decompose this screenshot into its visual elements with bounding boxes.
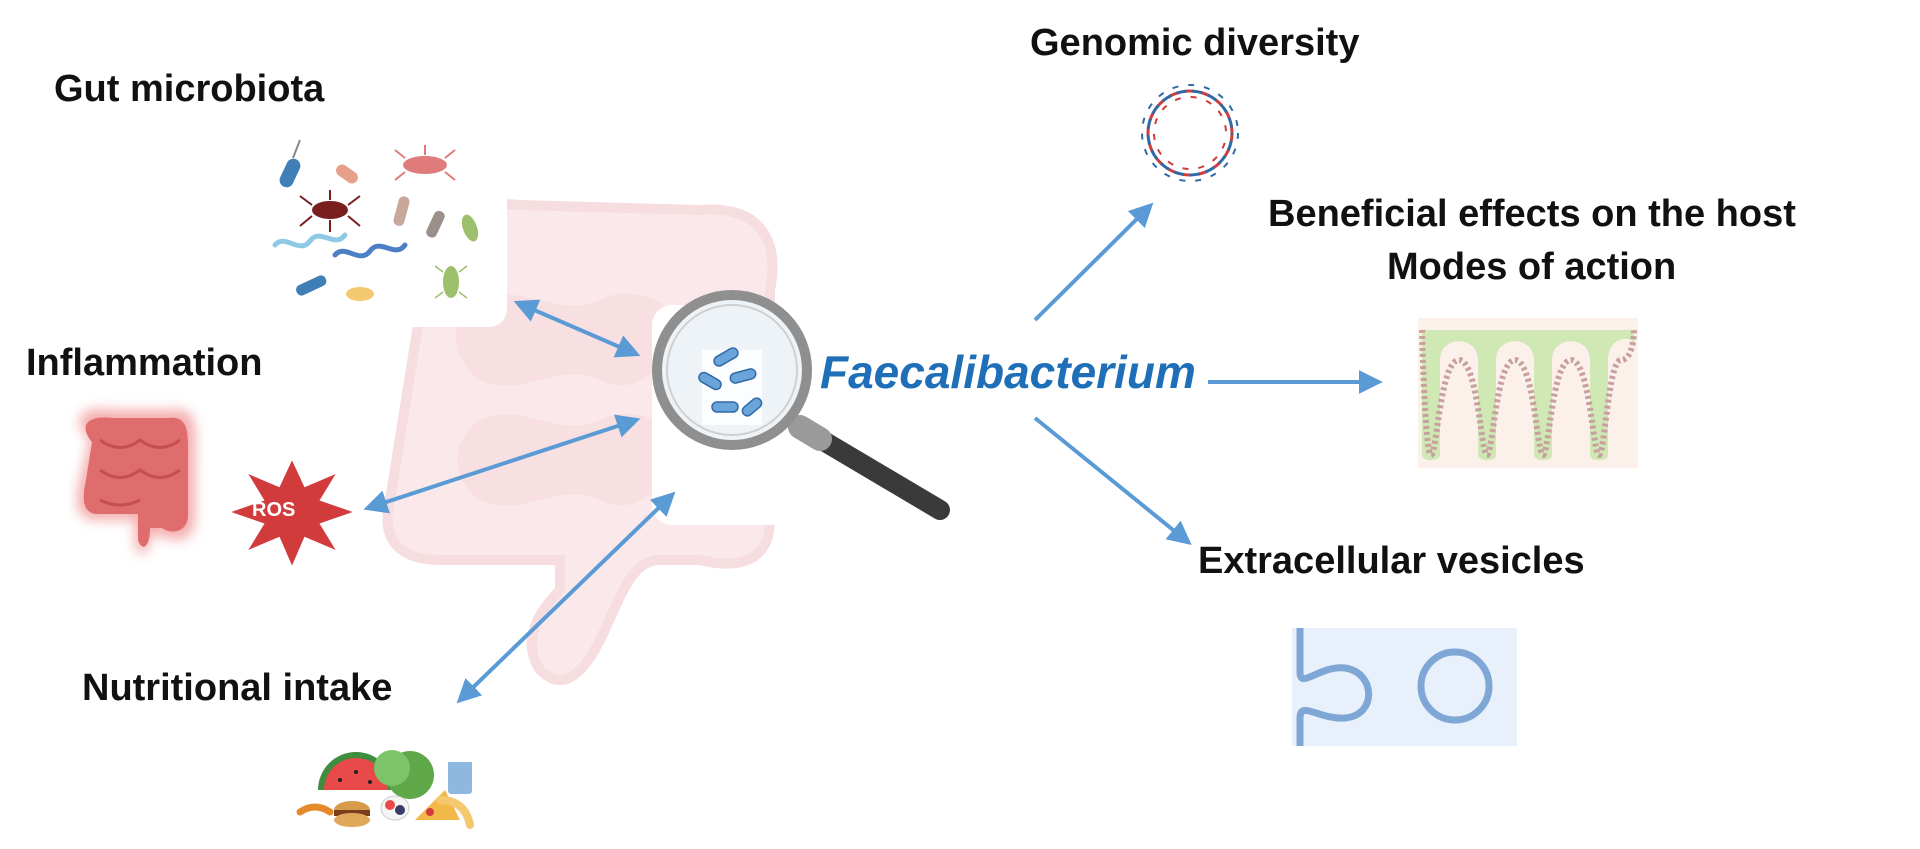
arrow-extracellular-vesicles	[1033, 416, 1192, 546]
arrow-gut-microbiota	[513, 299, 641, 358]
dna-ring-icon	[1141, 84, 1239, 182]
arrow-inflammation	[363, 414, 641, 514]
arrows	[363, 202, 1383, 704]
bacteria-cluster-icon	[262, 135, 507, 327]
label-genomic-diversity: Genomic diversity	[1030, 22, 1360, 64]
label-beneficial-effects: Beneficial effects on the host	[1268, 193, 1796, 235]
label-faecalibacterium: Faecalibacterium	[820, 346, 1196, 398]
label-extracellular-vesicles: Extracellular vesicles	[1198, 540, 1585, 582]
label-nutritional-intake: Nutritional intake	[82, 667, 393, 709]
ros-star-icon	[224, 455, 360, 571]
label-inflammation: Inflammation	[26, 342, 263, 384]
label-gut-microbiota: Gut microbiota	[54, 68, 325, 110]
intestinal-villi-icon	[1418, 318, 1638, 468]
bacteria-in-lens-icon	[698, 347, 763, 425]
inflamed-colon-icon	[77, 409, 196, 554]
magnifying-glass-icon	[652, 290, 950, 525]
vesicle-icon	[1292, 628, 1517, 746]
arrow-genomic-diversity	[1033, 202, 1154, 322]
label-ros: ROS	[252, 499, 296, 521]
arrow-nutritional-intake	[456, 491, 676, 704]
food-pile-icon	[296, 750, 474, 829]
label-modes-of-action: Modes of action	[1387, 246, 1677, 288]
